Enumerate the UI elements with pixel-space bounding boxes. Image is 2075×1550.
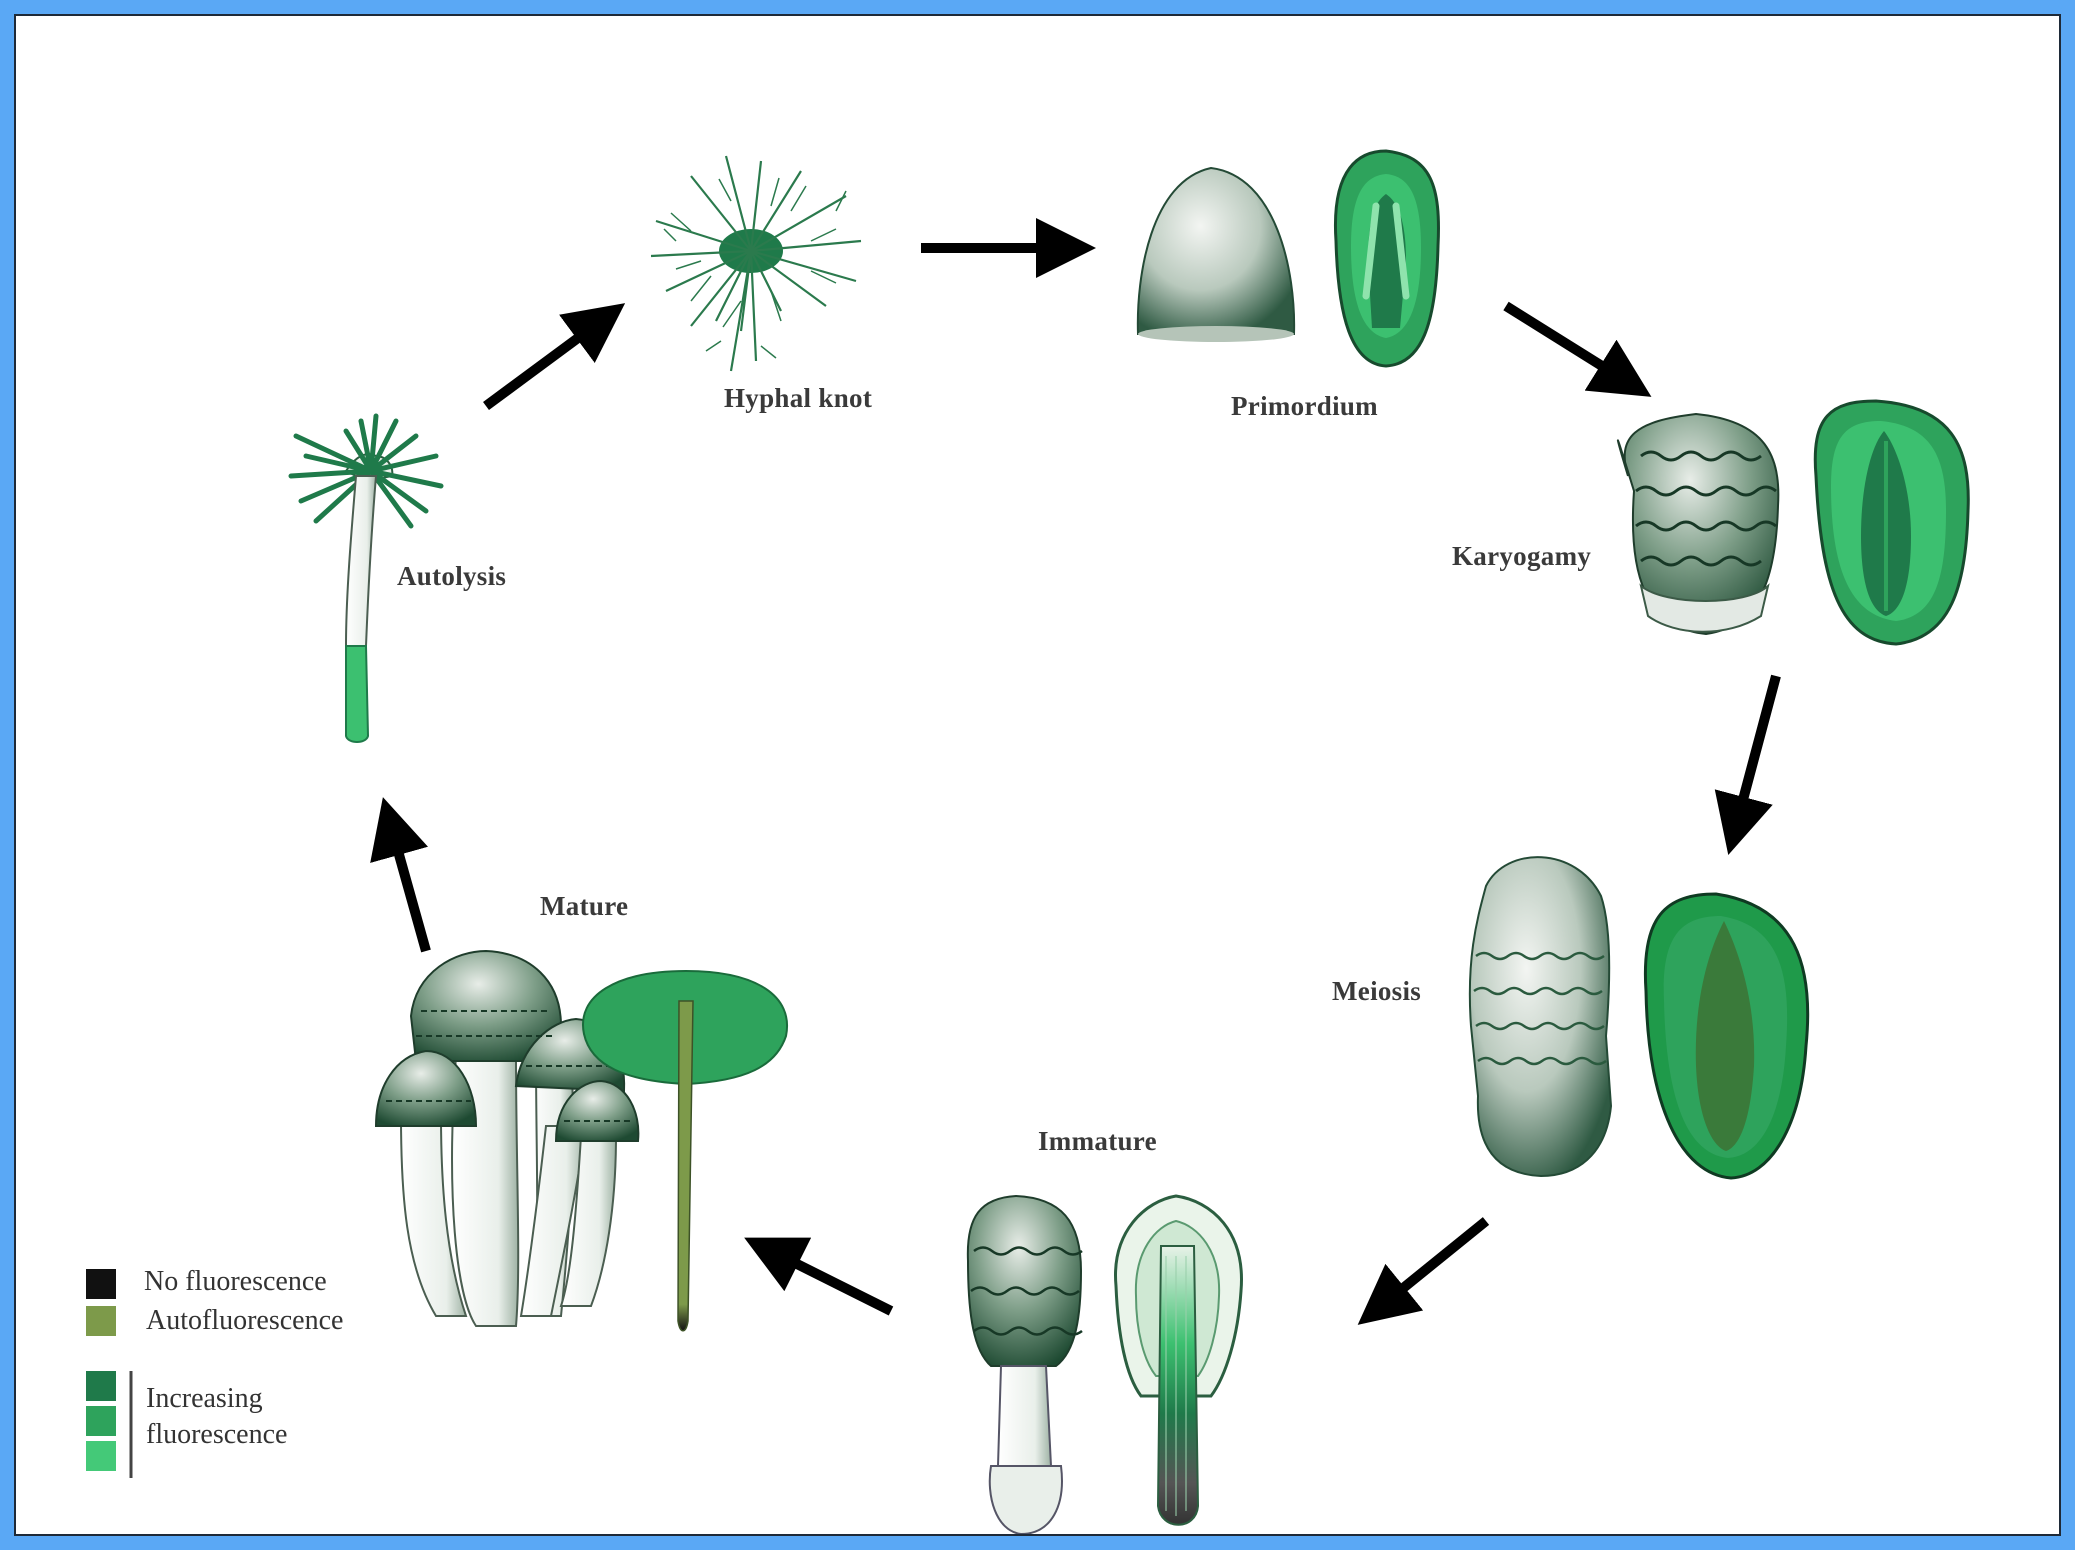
legend-label-increasing: Increasing [146,1381,263,1417]
label-karyogamy: Karyogamy [1452,541,1591,572]
primordium-illustration [1138,151,1439,366]
label-mature: Mature [540,891,628,922]
legend [86,1269,131,1478]
meiosis-illustration [1470,857,1808,1178]
label-autolysis: Autolysis [397,561,506,592]
arrow-autolysis-to-knot [486,321,601,406]
mature-illustration [376,951,787,1331]
arrow-karyogamy-to-meiosis [1736,676,1776,826]
figure-frame: Hyphal knot Primordium Karyogamy Meiosis… [14,14,2061,1536]
legend-label-no-fluorescence: No fluorescence [144,1264,327,1300]
arrow-meiosis-to-immature [1381,1221,1486,1306]
legend-swatch-fluorescence-mid [86,1406,116,1436]
label-hyphal-knot: Hyphal knot [724,383,872,414]
arrow-primordium-to-karyogamy [1506,306,1626,381]
label-immature: Immature [1038,1126,1157,1157]
legend-label-autofluorescence: Autofluorescence [146,1303,343,1339]
legend-swatch-autofluorescence [86,1306,116,1336]
arrow-mature-to-autolysis [391,826,426,951]
label-meiosis: Meiosis [1332,976,1421,1007]
legend-swatch-fluorescence-high [86,1441,116,1471]
immature-illustration [968,1196,1242,1534]
hyphal-knot-illustration [651,156,861,371]
legend-label-fluorescence: fluorescence [146,1417,287,1453]
arrow-immature-to-mature [771,1251,891,1311]
legend-swatch-no-fluorescence [86,1269,116,1299]
karyogamy-illustration [1618,401,1968,644]
label-primordium: Primordium [1231,391,1378,422]
legend-swatch-fluorescence-low [86,1371,116,1401]
